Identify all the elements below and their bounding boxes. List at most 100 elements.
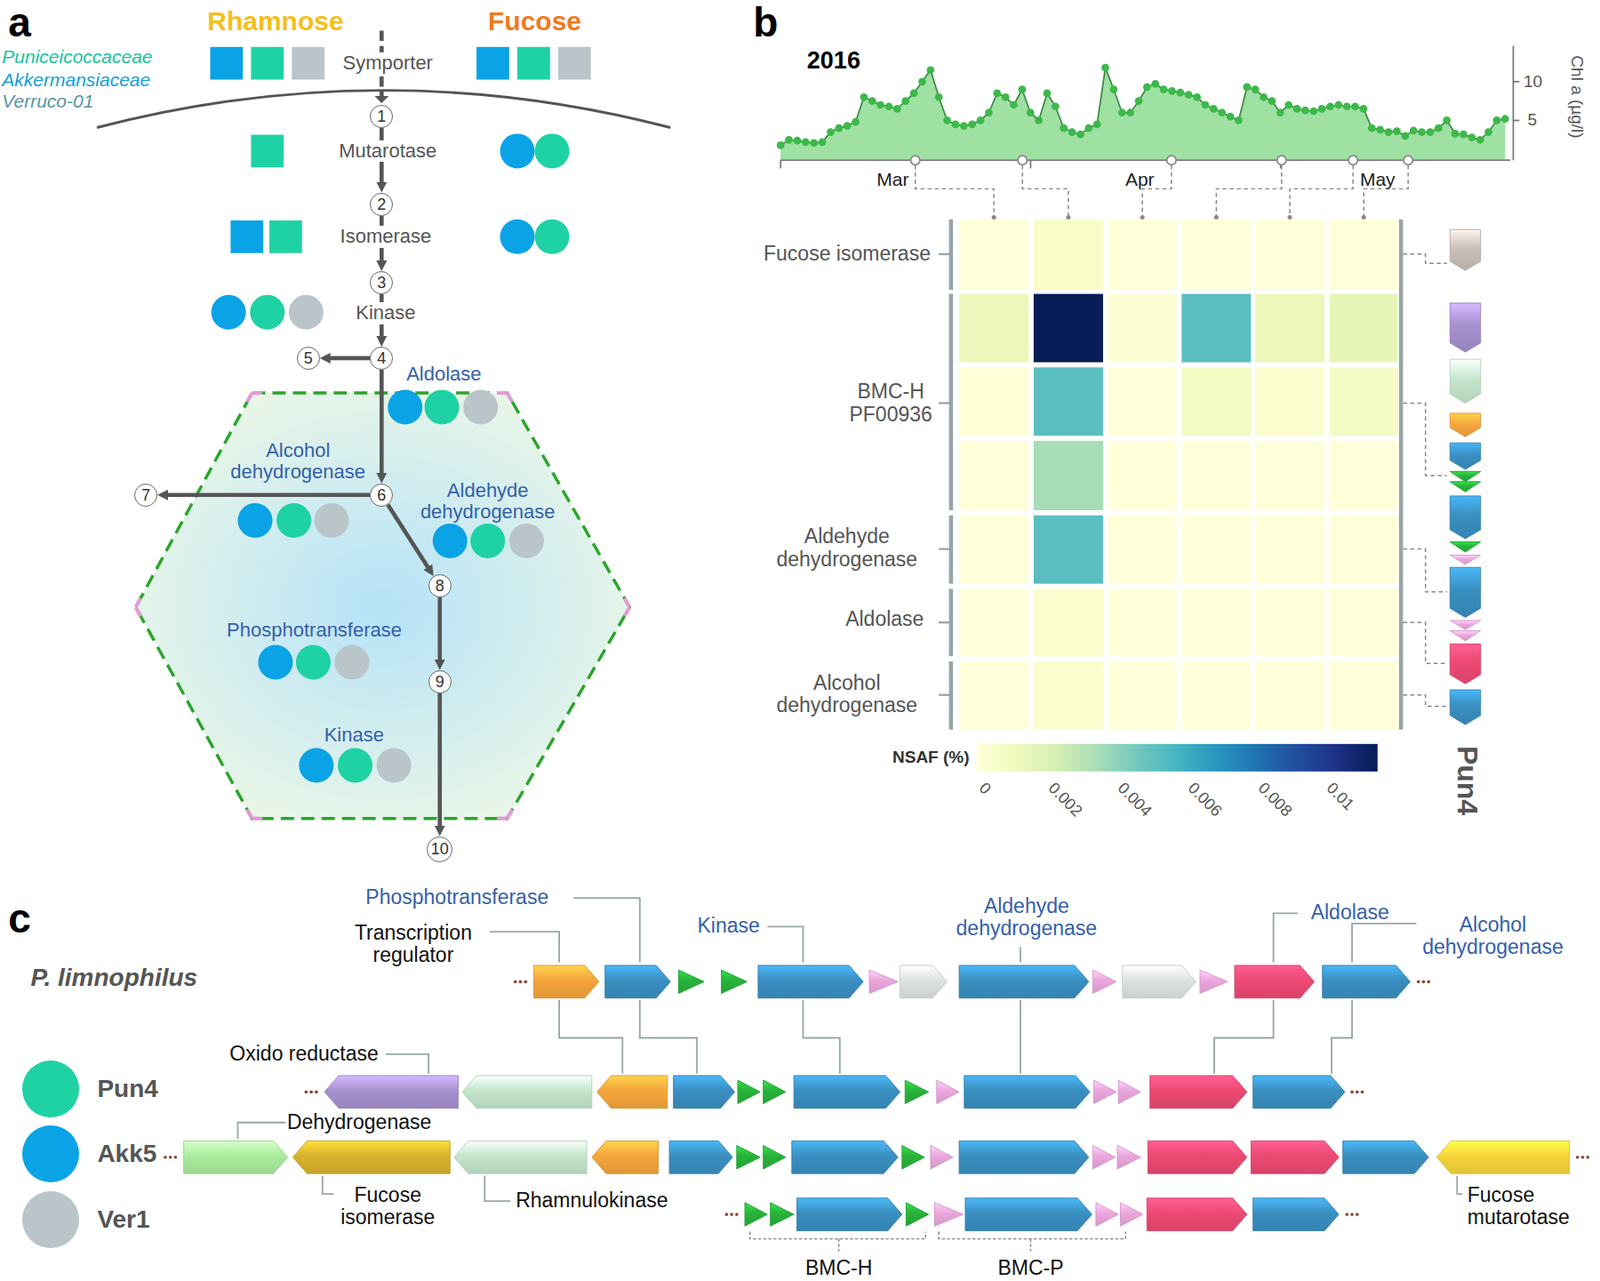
heatmap-cell [1329,219,1399,290]
gene-arrow [1117,1145,1141,1169]
group-bar [1399,219,1404,730]
gene-arrow [902,1145,925,1169]
pathway-arrow [437,597,442,664]
presence-square [517,47,551,80]
organism-label: Pun4 [1450,745,1482,816]
ellipsis-dot [1422,980,1426,984]
panel-letter: b [752,0,778,46]
input-arrow [379,89,384,97]
gene-link [1402,622,1447,664]
gene-arrow [1449,567,1480,617]
chl-point [1234,116,1243,125]
chl-point [935,93,944,102]
gene-arrow [673,1075,736,1109]
step-label: Mutarotase [335,140,440,162]
ellipsis-dot [519,980,523,984]
heatmap-cell [1033,588,1104,656]
chl-point [776,141,785,150]
step-number: 9 [428,670,452,694]
gene-arrow [797,1198,903,1232]
sample-dot [992,215,997,220]
presence-dot [535,133,570,168]
sample-dot [1065,215,1071,220]
chl-point [1051,102,1060,111]
gene-label: Fucose mutarotase [1467,1184,1588,1230]
step-number-text: 10 [431,840,449,857]
panel-letter: a [8,0,32,46]
gene-arrow [1322,965,1411,999]
chl-point [893,104,902,113]
ellipsis-dot [168,1155,173,1160]
taxon-name: Puniceicoccaceae [1,47,152,68]
heatmap-cell [1181,294,1251,363]
gene-arrow [959,965,1089,999]
step-number-text: 4 [376,350,386,367]
taxon-name: Akkermansiaceae [1,69,151,90]
presence-square [558,47,592,80]
gene-arrow [1200,969,1228,993]
ellipsis-dot [174,1155,178,1160]
heatmap-cell [1329,294,1399,363]
gene-arrow [597,1075,668,1109]
chl-point [1059,124,1068,133]
step-number: 4 [369,346,393,370]
presence-dot [296,645,331,680]
shell-corner [496,816,507,821]
gene-arrow [793,1075,900,1109]
ellipsis-dot [163,1155,168,1160]
axis-tick [1030,160,1032,168]
chl-point [1192,93,1201,102]
legend-entry: Akk5 [22,1125,157,1183]
legend-swatch [22,1191,80,1248]
heatmap-cell [959,440,1029,511]
gene-arrow [1449,359,1480,403]
ellipsis-dot [725,1212,729,1216]
pathway-arrow [164,492,370,497]
chl-point [952,120,960,128]
enzyme-label: Alcohol dehydrogenase [208,440,387,483]
chl-point [1467,133,1476,142]
gene-arrow [1449,442,1480,470]
bracket [750,1232,926,1240]
heatmap-cell [1255,661,1325,730]
gene-arrow [1343,1140,1429,1174]
legend-entry: Ver1 [22,1191,150,1248]
presence-dot [335,645,370,680]
leader-line [1214,1000,1274,1074]
shell-corner [136,607,142,616]
gene-arrow [454,1140,587,1174]
chl-point [784,136,793,144]
chl-point [1259,93,1268,102]
sample-link [1289,165,1353,216]
gene-arrow [1449,554,1480,564]
chl-point [992,89,1001,98]
pathway-arrow [327,356,371,361]
gene-arrow [763,1080,786,1104]
sample-dot [1140,215,1145,220]
chl-point [1176,88,1185,97]
gene-arrow [964,1075,1090,1109]
step-number: 7 [134,483,158,507]
chl-point [1217,108,1226,117]
enzyme-label: Aldehyde dehydrogenase [399,479,577,522]
chl-area [780,67,1505,160]
ellipsis-dot [735,1212,739,1216]
heatmap-cell [959,367,1029,436]
heatmap-cell [1033,661,1104,730]
gene-arrow [669,1140,733,1174]
chl-point [1009,101,1018,110]
chl-point [1326,102,1335,111]
chl-point [876,101,885,110]
species-name: P. limnophilus [30,963,198,992]
chl-point [1201,101,1210,110]
shell-corner [252,816,263,821]
presence-dot [314,503,350,538]
gene-arrow [905,1202,928,1226]
chl-point [1034,116,1043,125]
shell-corner [507,392,513,402]
sample-dot [1287,215,1292,220]
shell-corner [496,391,507,395]
presence-dot [276,503,312,538]
chl-point [1335,101,1344,110]
sample-marker [1348,155,1358,165]
